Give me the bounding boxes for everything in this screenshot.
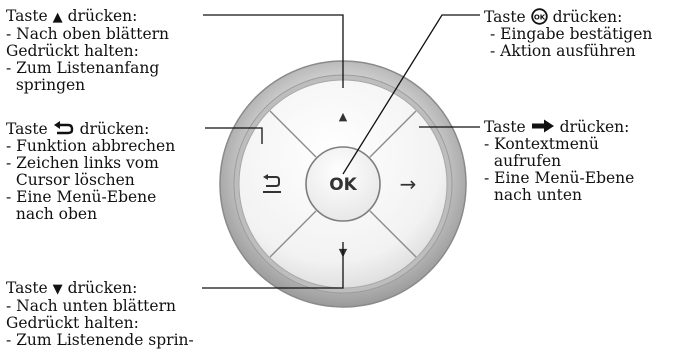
down-key-title: Taste ▼ drücken:	[6, 280, 194, 298]
right-key-line: nach unten	[484, 187, 634, 204]
up-triangle-icon: ▲	[53, 10, 63, 25]
back-arrow-icon	[53, 120, 75, 136]
up-key-title: Taste ▲ drücken:	[6, 8, 169, 26]
ok-key-title: Taste OK drücken:	[484, 8, 652, 26]
ok-key-line: - Aktion ausführen	[484, 43, 652, 60]
right-key-description: Taste drücken: - Kontextmenü aufrufen - …	[484, 119, 634, 204]
back-key-line: nach oben	[6, 206, 175, 223]
ok-circle-icon: OK	[531, 8, 548, 25]
up-key-line: - Zum Listenanfang	[6, 60, 169, 77]
down-triangle-icon: ▼	[53, 282, 63, 297]
up-key-line: - Nach oben blättern	[6, 26, 169, 43]
down-key-line: - Zum Listenende sprin-	[6, 332, 194, 349]
back-key-title: Taste drücken:	[6, 120, 175, 138]
up-arrow-icon[interactable]: ▲	[339, 110, 348, 123]
right-key-line: - Kontextmenü	[484, 136, 634, 153]
back-key-line: Cursor löschen	[6, 172, 175, 189]
down-key-line: - Nach unten blättern	[6, 298, 194, 315]
ok-key-line: - Eingabe bestätigen	[484, 26, 652, 43]
up-key-line: springen	[6, 77, 169, 94]
right-key-title: Taste drücken:	[484, 119, 634, 136]
down-key-description: Taste ▼ drücken: - Nach unten blättern G…	[6, 280, 194, 349]
svg-text:OK: OK	[533, 13, 545, 21]
right-arrow-icon[interactable]: →	[400, 172, 417, 196]
back-key-line: - Funktion abbrechen	[6, 138, 175, 155]
ok-key-description: Taste OK drücken: - Eingabe bestätigen -…	[484, 8, 652, 60]
ok-button-label: OK	[329, 175, 357, 195]
down-key-line: Gedrückt halten:	[6, 315, 194, 332]
up-key-line: Gedrückt halten:	[6, 43, 169, 60]
right-key-line: - Eine Menü-Ebene	[484, 170, 634, 187]
right-arrow-bold-icon	[531, 119, 555, 133]
back-key-line: - Zeichen links vom	[6, 155, 175, 172]
back-key-description: Taste drücken: - Funktion abbrechen - Ze…	[6, 120, 175, 223]
back-key-line: - Eine Menü-Ebene	[6, 189, 175, 206]
up-key-description: Taste ▲ drücken: - Nach oben blättern Ge…	[6, 8, 169, 94]
right-key-line: aufrufen	[484, 153, 634, 170]
